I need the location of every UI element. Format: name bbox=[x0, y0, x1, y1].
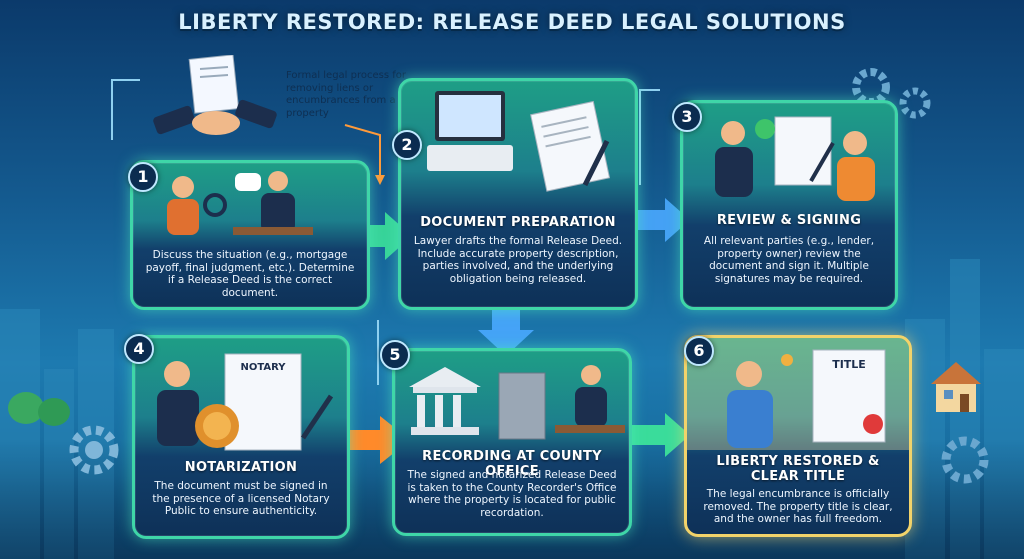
arrow-down-icon bbox=[478, 308, 534, 356]
step-number-badge: 2 bbox=[392, 130, 422, 160]
step-description: The signed and notarized Release Deed is… bbox=[407, 469, 617, 519]
review-signing-illustration bbox=[715, 116, 875, 201]
intro-text: Formal legal process for removing liens … bbox=[286, 70, 406, 119]
gear-icon bbox=[941, 436, 989, 484]
step-number-badge: 1 bbox=[128, 162, 158, 192]
arrow-right-icon bbox=[628, 198, 690, 242]
step-card-1: Discuss the situation (e.g., mortgage pa… bbox=[130, 160, 370, 310]
arrow-right-icon bbox=[330, 416, 410, 464]
clear-title-illustration: TITLE bbox=[687, 338, 909, 450]
notarization-illustration: NOTARY bbox=[157, 353, 334, 451]
tree-icon bbox=[8, 392, 70, 426]
step-card-5: RECORDING AT COUNTY OFFICE The signed an… bbox=[392, 348, 632, 536]
gear-icon bbox=[69, 425, 119, 475]
consultation-illustration bbox=[167, 171, 313, 235]
document-preparation-illustration bbox=[427, 91, 611, 192]
step-heading: NOTARIZATION bbox=[184, 460, 298, 475]
step-card-4: NOTARY NOTARIZATION The document must be… bbox=[132, 335, 350, 539]
step-heading: DOCUMENT PREPARATION bbox=[420, 215, 616, 230]
title-doc-label: TITLE bbox=[832, 358, 866, 371]
connector-line bbox=[111, 79, 140, 140]
step-description: The document must be signed in the prese… bbox=[152, 480, 330, 518]
step-number-badge: 4 bbox=[124, 334, 154, 364]
step-number-badge: 5 bbox=[380, 340, 410, 370]
arrow-head-icon bbox=[375, 175, 385, 185]
step-card-6: TITLE LIBERTY RESTORED & CLEAR TITLE The… bbox=[684, 335, 912, 537]
arrow-right-icon bbox=[628, 413, 690, 457]
house-icon bbox=[931, 362, 981, 412]
step-description: All relevant parties (e.g., lender, prop… bbox=[703, 235, 875, 285]
step-heading: RECORDING AT COUNTY OFFICE bbox=[422, 449, 602, 479]
gear-icon bbox=[899, 87, 931, 119]
handshake-icon bbox=[153, 55, 277, 135]
step-number-badge: 3 bbox=[672, 102, 702, 132]
step-heading: LIBERTY RESTORED & CLEAR TITLE bbox=[716, 454, 880, 484]
county-office-illustration bbox=[409, 365, 625, 440]
flow-arrow bbox=[344, 124, 381, 175]
step-number-badge: 6 bbox=[684, 336, 714, 366]
step-description: The legal encumbrance is officially remo… bbox=[703, 488, 893, 526]
notary-label: NOTARY bbox=[240, 362, 286, 373]
step-description: Discuss the situation (e.g., mortgage pa… bbox=[145, 249, 355, 299]
step-heading: REVIEW & SIGNING bbox=[716, 213, 862, 228]
connector-line bbox=[639, 89, 660, 185]
step-description: Lawyer drafts the formal Release Deed. I… bbox=[413, 235, 623, 285]
step-card-2: DOCUMENT PREPARATION Lawyer drafts the f… bbox=[398, 78, 638, 310]
step-card-3: REVIEW & SIGNING All relevant parties (e… bbox=[680, 100, 898, 310]
page-title: LIBERTY RESTORED: RELEASE DEED LEGAL SOL… bbox=[178, 10, 846, 34]
